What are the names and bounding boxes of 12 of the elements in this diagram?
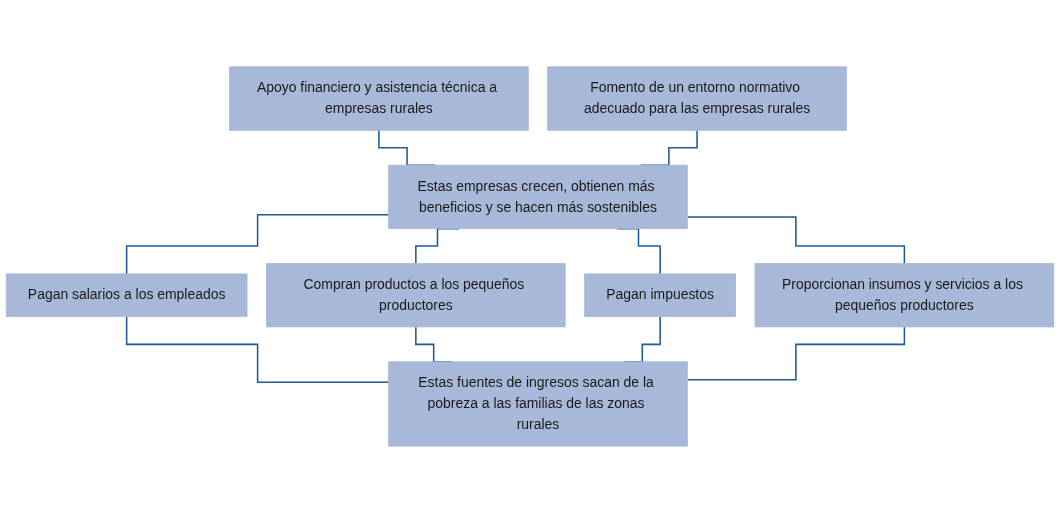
node-box: Pagan impuestos bbox=[584, 273, 736, 317]
node-box: Estas empresas crecen, obtienen más beneficios y se hacen más sostenibles bbox=[388, 164, 688, 229]
node-box: Estas fuentes de ingresos sacan de la pobreza a las familias de las zonas rurales bbox=[388, 361, 688, 447]
node-box: Fomento de un entorno normativo adecuado para las empresas rurales bbox=[547, 66, 847, 131]
connector bbox=[686, 326, 906, 381]
node-box: Pagan salarios a los empleados bbox=[5, 273, 248, 317]
connector bbox=[125, 315, 390, 384]
connector bbox=[686, 216, 906, 265]
node-box: Proporcionan insumos y servicios a los pequeños productores bbox=[754, 263, 1055, 328]
connector bbox=[125, 213, 390, 275]
node-box: Apoyo financiero y asistencia técnica a empresas rurales bbox=[229, 66, 529, 131]
node-box: Compran productos a los pequeños productores bbox=[266, 263, 566, 328]
